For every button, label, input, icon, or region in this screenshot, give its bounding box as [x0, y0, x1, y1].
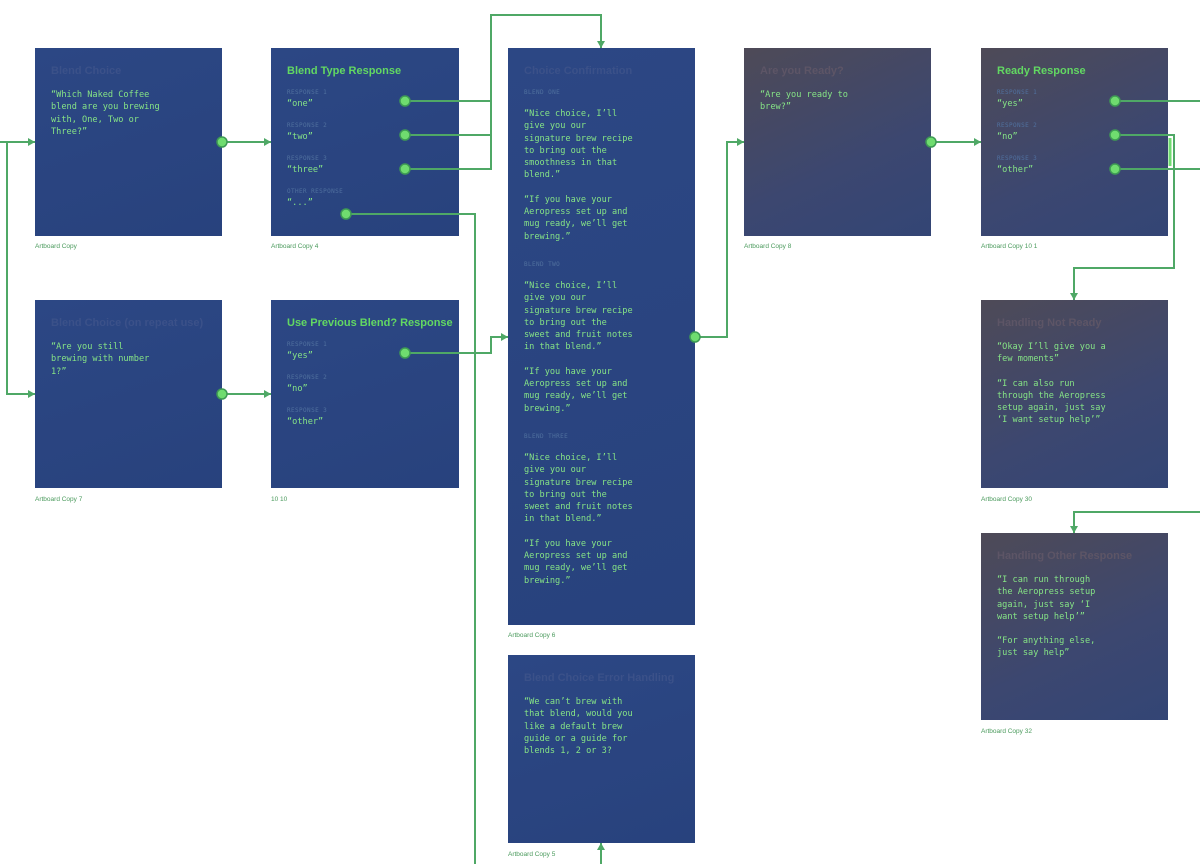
- response-value: “two”: [287, 132, 313, 142]
- connector-entry: [0, 141, 35, 395]
- response-tag: OTHER RESPONSE: [287, 188, 344, 195]
- board-title: Blend Choice Error Handling: [524, 672, 675, 684]
- setup-text: “If you have your Aeropress set up and m…: [524, 366, 628, 414]
- response-value: “yes”: [997, 99, 1023, 109]
- confirmation-text: “Nice choice, I’ll give you our signatur…: [524, 109, 633, 181]
- artboard-blend-choice[interactable]: Blend Choice “Which Naked Coffee blend a…: [35, 48, 222, 236]
- board-title: Use Previous Blend? Response: [287, 317, 453, 329]
- artboard-caption: Artboard Copy 7: [35, 496, 83, 503]
- arrow-head: [264, 390, 271, 398]
- arrow-head: [1070, 526, 1078, 533]
- prompt-text: “I can also run through the Aeropress se…: [997, 378, 1106, 426]
- arrow-head: [597, 41, 605, 48]
- confirmation-text: “Nice choice, I’ll give you our signatur…: [524, 452, 633, 525]
- board-title: Handling Not Ready: [997, 317, 1102, 329]
- response-tag: RESPONSE 1: [287, 89, 328, 96]
- arrow-head: [501, 333, 508, 341]
- section-tag: BLEND ONE: [524, 89, 561, 96]
- connector-confirmation: [695, 141, 744, 338]
- prompt-text: “Are you still brewing with number 1?”: [51, 342, 150, 377]
- artboard-caption: Artboard Copy 8: [744, 243, 792, 250]
- response-value: “...”: [287, 198, 313, 208]
- response-tag: RESPONSE 2: [287, 374, 328, 381]
- artboard-handling-not-ready[interactable]: Handling Not Ready “Okay I’ll give you a…: [981, 300, 1168, 488]
- arrow-head: [974, 138, 981, 146]
- response-tag: RESPONSE 1: [997, 89, 1038, 96]
- response-value: “other”: [287, 417, 324, 427]
- response-tag: RESPONSE 3: [287, 155, 328, 162]
- artboard-caption: Artboard Copy 5: [508, 851, 556, 858]
- artboard-blend-type-response[interactable]: Blend Type Response RESPONSE 1 “one” RES…: [271, 48, 459, 236]
- artboard-ready-response[interactable]: Ready Response RESPONSE 1 “yes” RESPONSE…: [981, 48, 1168, 236]
- prompt-text: “I can run through the Aeropress setup a…: [997, 575, 1096, 622]
- artboard-caption: Artboard Copy 30: [981, 496, 1032, 503]
- response-value: “yes”: [287, 351, 313, 361]
- board-title: Choice Confirmation: [524, 65, 633, 77]
- response-tag: RESPONSE 3: [997, 155, 1038, 162]
- arrow-head: [597, 843, 605, 850]
- prompt-text: “Okay I’ll give you a few moments”: [997, 342, 1106, 365]
- response-tag: RESPONSE 1: [287, 341, 328, 348]
- arrow-head: [264, 138, 271, 146]
- confirmation-text: “Nice choice, I’ll give you our signatur…: [524, 280, 633, 353]
- response-tag: RESPONSE 2: [997, 122, 1038, 129]
- setup-text: “If you have your Aeropress set up and m…: [524, 194, 628, 242]
- artboard-blend-choice-repeat[interactable]: Blend Choice (on repeat use) “Are you st…: [35, 300, 222, 488]
- response-value: “no”: [287, 384, 308, 394]
- artboard-are-you-ready[interactable]: Are you Ready? “Are you ready to brew?”: [744, 48, 931, 236]
- board-title: Blend Choice: [51, 65, 122, 77]
- response-value: “no”: [997, 132, 1018, 142]
- arrow-head: [28, 390, 35, 398]
- board-title: Are you Ready?: [760, 65, 844, 77]
- board-title: Blend Choice (on repeat use): [51, 317, 204, 329]
- prompt-text: “Which Naked Coffee blend are you brewin…: [51, 90, 160, 137]
- connector-other-loop: [1073, 511, 1200, 533]
- prompt-text: “Are you ready to brew?”: [760, 90, 848, 113]
- prompt-text: “We can’t brew with that blend, would yo…: [524, 697, 633, 757]
- artboard-use-previous-blend[interactable]: Use Previous Blend? Response RESPONSE 1 …: [271, 300, 459, 488]
- artboard-blend-choice-error[interactable]: Blend Choice Error Handling “We can’t br…: [508, 655, 695, 843]
- artboard-caption: 10 10: [271, 496, 288, 503]
- board-title: Ready Response: [997, 65, 1086, 77]
- response-tag: RESPONSE 2: [287, 122, 328, 129]
- section-tag: BLEND THREE: [524, 432, 569, 440]
- response-value: “one”: [287, 99, 313, 109]
- arrow-head: [1070, 293, 1078, 300]
- response-value: “other”: [997, 165, 1034, 175]
- setup-text: “If you have your Aeropress set up and m…: [524, 538, 628, 586]
- arrow-head: [737, 138, 744, 146]
- artboard-caption: Artboard Copy 32: [981, 728, 1032, 735]
- artboard-handling-other-response[interactable]: Handling Other Response “I can run throu…: [981, 533, 1168, 720]
- artboard-caption: Artboard Copy 4: [271, 243, 319, 250]
- section-tag: BLEND TWO: [524, 260, 561, 268]
- board-title: Handling Other Response: [997, 550, 1133, 562]
- response-tag: RESPONSE 3: [287, 407, 328, 414]
- artboard-caption: Artboard Copy 6: [508, 632, 556, 639]
- prompt-text: “For anything else, just say help”: [997, 636, 1096, 659]
- artboard-choice-confirmation[interactable]: Choice Confirmation BLEND ONE “Nice choi…: [508, 48, 695, 625]
- artboard-caption: Artboard Copy: [35, 243, 77, 250]
- response-value: “three”: [287, 165, 324, 175]
- arrow-head: [28, 138, 35, 146]
- artboard-caption: Artboard Copy 10 1: [981, 243, 1038, 250]
- board-title: Blend Type Response: [287, 65, 402, 77]
